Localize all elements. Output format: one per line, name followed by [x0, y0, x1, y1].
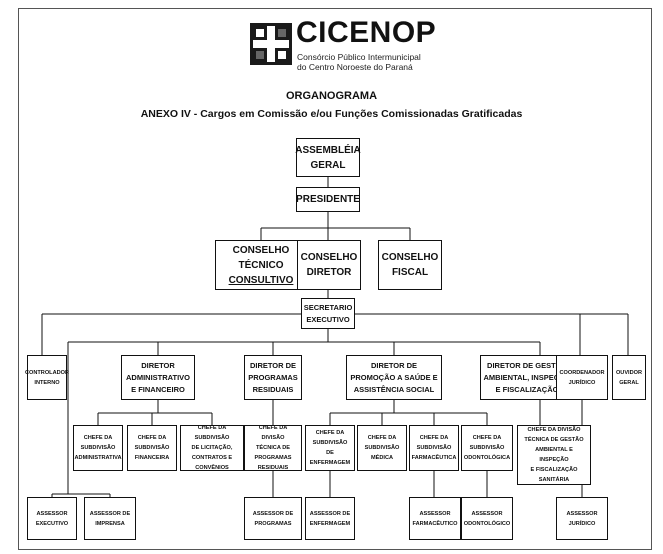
- document-subtitle: ANEXO IV - Cargos em Comissão e/ou Funçõ…: [140, 108, 523, 120]
- logo-subtitle-line1: Consórcio Público Intermunicipal: [297, 52, 421, 62]
- logo-subtitle-line2: do Centro Noroeste do Paraná: [297, 62, 413, 72]
- document-title: ORGANOGRAMA: [285, 90, 378, 102]
- box-presidente: PRESIDENTE: [296, 187, 360, 212]
- logo-emblem-icon: [250, 23, 292, 65]
- logo-name: CICENOP: [296, 16, 437, 49]
- cicenop-logo: CICENOP Consórcio Público Intermunicipal…: [250, 16, 455, 72]
